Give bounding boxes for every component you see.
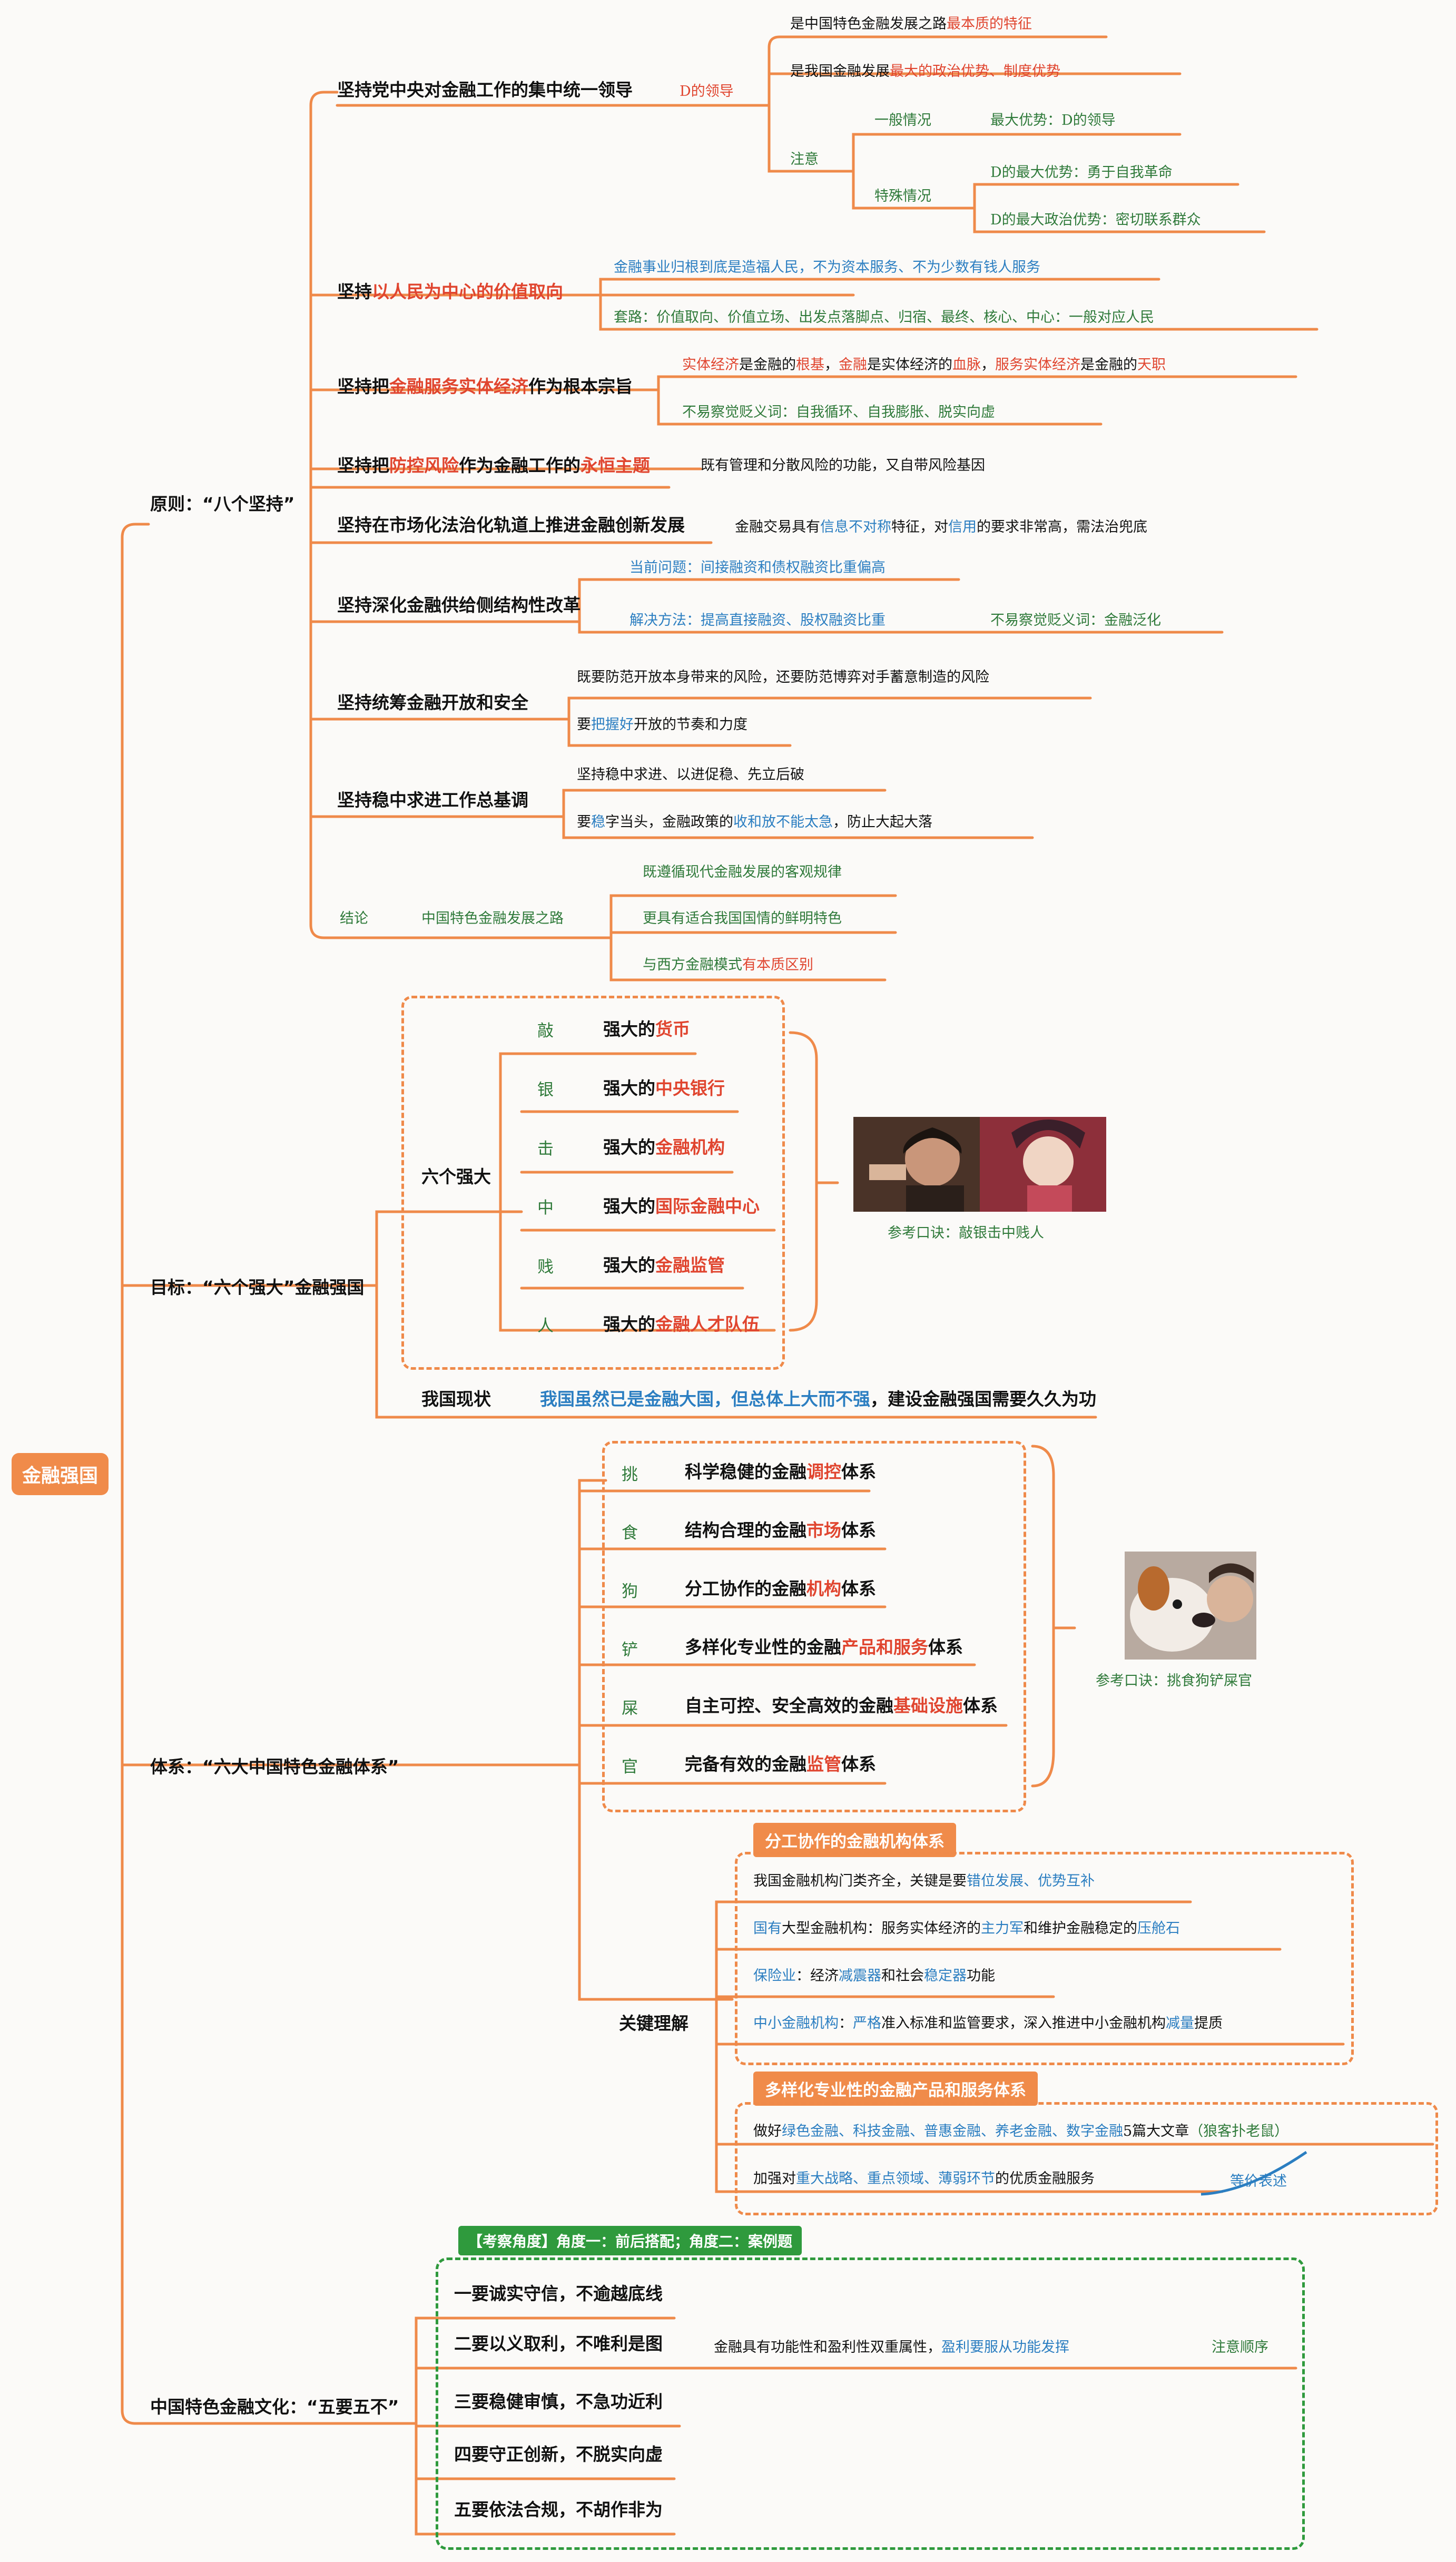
conclusion-s3: 与西方金融模式有本质区别 [643,957,813,973]
inst-line-1: 我国金融机构门类齐全，关键是要错位发展、优势互补 [753,1873,1095,1889]
prod-line-2: 加强对重大战略、重点领域、薄弱环节的优质金融服务 [753,2171,1095,2187]
note-special: 特殊情况 [874,188,931,204]
system-mark-1: 挑 [622,1465,638,1484]
principle-7-sub-1: 既要防范开放本身带来的风险，还要防范博弈对手蓄意制造的风险 [577,669,989,685]
goal-item-2[interactable]: 强大的中央银行 [603,1078,725,1098]
principle-4-label[interactable]: 坚持把防控风险作为金融工作的永恒主题 [337,455,650,476]
culture-item-3[interactable]: 三要稳健审慎，不急功近利 [454,2391,663,2412]
principle-3-sub-1: 实体经济是金融的根基，金融是实体经济的血脉，服务实体经济是金融的天职 [682,357,1166,373]
systems-title[interactable]: 体系：“六大中国特色金融体系” [150,1756,399,1777]
principle-5-label[interactable]: 坚持在市场化法治化轨道上推进金融创新发展 [337,515,685,535]
conclusion-mid: 中国特色金融发展之路 [421,910,564,927]
culture-note: 金融具有功能性和盈利性双重属性，盈利要服从功能发挥 [714,2339,1069,2355]
culture-title[interactable]: 中国特色金融文化：“五要五不” [150,2397,399,2417]
system-item-2[interactable]: 结构合理的金融市场体系 [685,1520,876,1540]
prod-equivalence-note: 等价表述 [1230,2173,1287,2190]
goal-mark-6: 人 [537,1317,554,1336]
conclusion-label[interactable]: 结论 [340,910,368,927]
culture-order-note: 注意顺序 [1212,2339,1268,2355]
goals-mnemonic: 参考口诀：敲银击中贱人 [888,1225,1044,1241]
inst-line-2: 国有大型金融机构：服务实体经济的主力军和维护金融稳定的压舱石 [753,1920,1180,1937]
mnemonic-photo-2 [1125,1552,1256,1660]
principle-6-label[interactable]: 坚持深化金融供给侧结构性改革 [337,595,581,615]
system-mark-4: 铲 [622,1641,638,1660]
principle-1-key: D的领导 [680,83,734,100]
principle-3-label[interactable]: 坚持把金融服务实体经济作为根本宗旨 [337,376,633,397]
principle-7-label[interactable]: 坚持统筹金融开放和安全 [337,692,528,713]
institution-system-tag[interactable]: 分工协作的金融机构体系 [753,1823,956,1857]
system-mark-5: 屎 [622,1699,638,1718]
culture-item-1[interactable]: 一要诚实守信，不逾越底线 [454,2283,663,2304]
systems-mnemonic: 参考口诀：挑食狗铲屎官 [1096,1673,1252,1689]
culture-item-5[interactable]: 五要依法合规，不胡作非为 [454,2499,663,2520]
principles-title[interactable]: 原则：“八个坚持” [150,494,295,514]
system-item-3[interactable]: 分工协作的金融机构体系 [685,1578,876,1599]
goal-item-1[interactable]: 强大的货币 [603,1019,690,1039]
principle-2-sub-1: 金融事业归根到底是造福人民，不为资本服务、不为少数有钱人服务 [614,259,1040,276]
goal-mark-2: 银 [537,1081,554,1100]
root-node[interactable]: 金融强国 [12,1453,109,1495]
system-item-5[interactable]: 自主可控、安全高效的金融基础设施体系 [685,1695,998,1716]
product-system-tag[interactable]: 多样化专业性的金融产品和服务体系 [753,2072,1038,2106]
goal-item-4[interactable]: 强大的国际金融中心 [603,1196,760,1216]
product-box [735,2102,1438,2215]
goal-mark-3: 击 [537,1140,554,1159]
principle-2-label[interactable]: 坚持以人民为中心的价值取向 [337,281,563,302]
principle-8-sub-2: 要稳字当头，金融政策的收和放不能太急，防止大起大落 [577,814,932,830]
goal-item-5[interactable]: 强大的金融监管 [603,1255,725,1275]
prod-line-1: 做好绿色金融、科技金融、普惠金融、养老金融、数字金融5篇大文章（狼客扑老鼠） [753,2123,1289,2139]
goal-item-3[interactable]: 强大的金融机构 [603,1137,725,1157]
principle-7-sub-2: 要把握好开放的节奏和力度 [577,716,747,733]
principle-5-sub: 金融交易具有信息不对称特征，对信用的要求非常高，需法治兜底 [735,519,1147,535]
culture-box [436,2257,1305,2550]
system-mark-2: 食 [622,1524,638,1543]
goals-title[interactable]: 目标：“六个强大”金融强国 [150,1277,365,1298]
system-item-6[interactable]: 完备有效的金融监管体系 [685,1754,876,1774]
culture-exam-tag[interactable]: 【考察角度】角度一：前后搭配；角度二：案例题 [458,2226,802,2255]
six-systems-box [602,1441,1026,1812]
status-label[interactable]: 我国现状 [421,1389,491,1409]
goal-item-6[interactable]: 强大的金融人才队伍 [603,1314,760,1334]
goal-mark-5: 贱 [537,1258,554,1277]
principle-6-sub-1: 当前问题：间接融资和债权融资比重偏高 [629,559,886,576]
principle-6-sub-3: 不易察觉贬义词：金融泛化 [990,612,1161,629]
goal-mark-4: 中 [537,1199,554,1218]
note-general-value: 最大优势：D的领导 [990,112,1116,129]
key-understanding-label[interactable]: 关键理解 [619,2013,688,2034]
conclusion-s2: 更具有适合我国国情的鲜明特色 [643,910,842,927]
principle-4-sub: 既有管理和分散风险的功能，又自带风险基因 [701,457,985,474]
mnemonic-photo-1 [853,1117,1106,1212]
six-strong-label[interactable]: 六个强大 [421,1166,491,1187]
conclusion-s1: 既遵循现代金融发展的客观规律 [643,864,842,880]
principle-1-sub-1: 是中国特色金融发展之路最本质的特征 [790,16,1032,32]
principle-1-sub-2: 是我国金融发展最大的政治优势、制度优势 [790,63,1060,80]
principle-8-label[interactable]: 坚持稳中求进工作总基调 [337,790,528,810]
principle-6-sub-2: 解决方法：提高直接融资、股权融资比重 [629,612,886,629]
note-general: 一般情况 [874,112,931,129]
principle-3-sub-2: 不易察觉贬义词：自我循环、自我膨胀、脱实向虚 [682,404,995,420]
system-item-1[interactable]: 科学稳健的金融调控体系 [685,1461,876,1482]
equivalence-curve [1201,2151,1307,2196]
six-strong-box [401,996,785,1370]
system-mark-6: 官 [622,1758,638,1776]
principle-8-sub-1: 坚持稳中求进、以进促稳、先立后破 [577,767,804,783]
note-special-1: D的最大优势：勇于自我革命 [990,164,1173,181]
culture-item-4[interactable]: 四要守正创新，不脱实向虚 [454,2444,663,2465]
institution-box [735,1852,1354,2065]
status-text: 我国虽然已是金融大国，但总体上大而不强，建设金融强国需要久久为功 [540,1389,1096,1409]
principle-1-label[interactable]: 坚持党中央对金融工作的集中统一领导 [337,80,633,100]
inst-line-4: 中小金融机构：严格准入标准和监管要求，深入推进中小金融机构减量提质 [753,2015,1223,2031]
system-mark-3: 狗 [622,1582,638,1601]
goal-mark-1: 敲 [537,1022,554,1040]
inst-line-3: 保险业：经济减震器和社会稳定器功能 [753,1968,995,1984]
system-item-4[interactable]: 多样化专业性的金融产品和服务体系 [685,1637,963,1657]
culture-item-2[interactable]: 二要以义取利，不唯利是图 [454,2333,663,2354]
principle-2-sub-2: 套路：价值取向、价值立场、出发点落脚点、归宿、最终、核心、中心：一般对应人民 [614,309,1154,326]
note-special-2: D的最大政治优势：密切联系群众 [990,212,1201,228]
principle-1-note: 注意 [790,151,819,168]
